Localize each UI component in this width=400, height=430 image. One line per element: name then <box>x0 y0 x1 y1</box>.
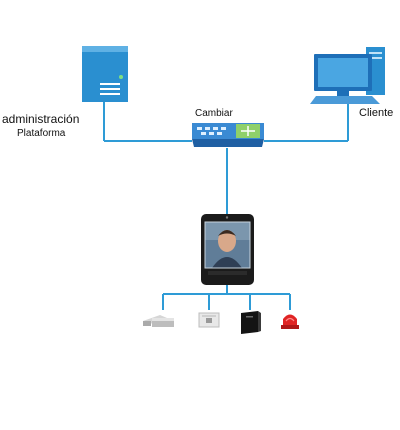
admin-label: administración <box>2 112 80 126</box>
client-label: Cliente <box>359 107 394 119</box>
connection-lines <box>103 100 349 310</box>
face-recognition-terminal-icon <box>201 214 254 285</box>
network-switch-icon <box>192 123 264 147</box>
exit-button-icon <box>198 312 220 328</box>
switch-label: Cambiar <box>195 108 233 119</box>
card-reader-icon <box>241 311 261 334</box>
alarm-light-icon <box>281 314 299 329</box>
magnetic-lock-icon <box>143 315 174 327</box>
platform-label: Plataforma <box>17 128 66 139</box>
desktop-computer-icon <box>310 47 385 104</box>
server-tower-icon <box>82 46 128 102</box>
